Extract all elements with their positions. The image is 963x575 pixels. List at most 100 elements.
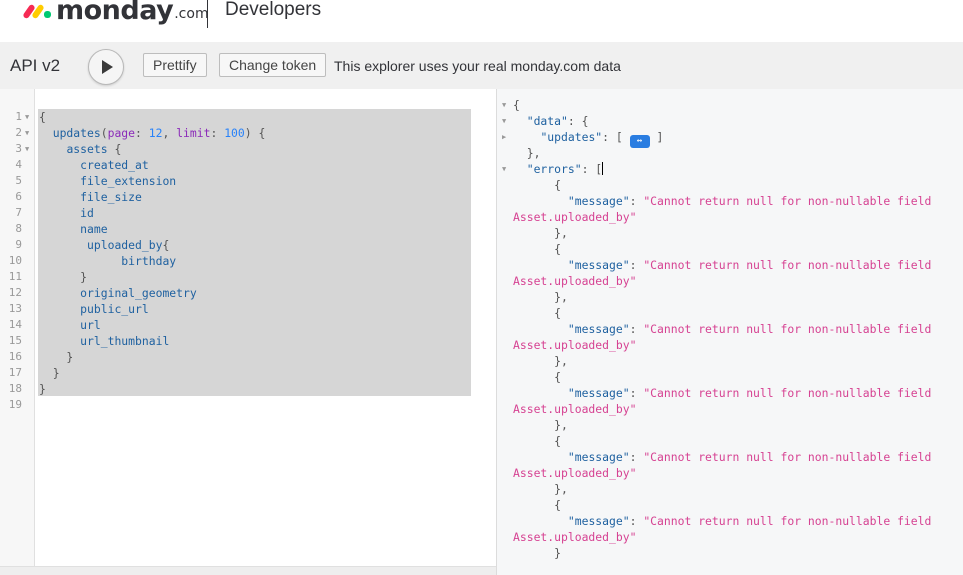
result-text: { [513,369,561,385]
monday-logo-icon [22,0,56,22]
expand-arrow-icon[interactable]: ▶ [502,133,507,141]
json-string: Asset.uploaded_by" [513,338,637,352]
code-punctuation: ) { [244,126,266,140]
json-punctuation: { [513,242,562,256]
result-text: Asset.uploaded_by" [513,273,636,289]
line-number: 13 [8,302,22,315]
result-text: { [513,241,561,257]
line-number: 7 [15,206,22,219]
section-title: Developers [225,0,322,20]
json-key: "message" [567,258,630,272]
code-text: id [39,205,94,221]
json-key: { [513,98,520,112]
result-text: }, [513,481,568,497]
json-punctuation: : [629,386,644,400]
code-punctuation [39,158,80,172]
result-text: }, [513,225,568,241]
json-key: "message" [567,450,630,464]
result-text: "message": "Cannot return null for non-n… [513,321,931,337]
code-punctuation: , [162,126,177,140]
code-text: assets { [39,141,121,157]
play-icon [102,60,113,74]
text-selection [38,109,471,396]
result-text: { [513,433,561,449]
code-token: original_geometry [80,286,197,300]
line-number: 18 [8,382,22,395]
json-string: Asset.uploaded_by" [513,274,637,288]
json-punctuation: : { [567,114,589,128]
json-key: "message" [567,514,630,528]
fold-arrow-icon[interactable]: ▼ [25,145,30,153]
code-text: birthday [39,253,176,269]
result-text: "errors": [ [513,161,604,177]
json-punctuation: : [629,194,644,208]
json-punctuation: }, [513,482,568,496]
code-text: } [39,269,87,285]
query-editor[interactable]: 1▼{2▼ updates(page: 12, limit: 100) {3▼ … [0,89,497,575]
json-punctuation: { [513,434,562,448]
code-token: url_thumbnail [80,334,170,348]
line-number: 17 [8,366,22,379]
code-punctuation [39,206,80,220]
result-text: Asset.uploaded_by" [513,401,636,417]
header-divider [207,0,208,28]
json-punctuation: : [ [581,162,603,176]
json-string: Asset.uploaded_by" [513,210,637,224]
editor-horizontal-scrollbar[interactable] [0,566,496,575]
api-version-title: API v2 [10,56,61,75]
json-punctuation [513,194,568,208]
json-string: "Cannot return null for non-nullable fie… [643,258,932,272]
code-punctuation [39,142,66,156]
json-key: "message" [567,194,630,208]
result-text: } [513,545,561,561]
json-punctuation: { [513,370,562,384]
collapse-arrow-icon[interactable]: ▼ [502,101,507,109]
code-punctuation: } [39,366,60,380]
code-token: limit [176,126,211,140]
json-punctuation [513,130,540,144]
json-string: "Cannot return null for non-nullable fie… [643,514,932,528]
json-punctuation: }, [513,146,541,160]
collapse-arrow-icon[interactable]: ▼ [502,117,507,125]
monday-logo[interactable]: monday .com [22,0,209,27]
code-punctuation: { [107,142,122,156]
json-punctuation [513,258,568,272]
json-punctuation [513,386,568,400]
code-punctuation [39,302,80,316]
code-punctuation: : [135,126,149,140]
code-text: url_thumbnail [39,333,169,349]
json-string: "Cannot return null for non-nullable fie… [643,450,932,464]
json-key: "errors" [526,162,582,176]
code-punctuation [39,190,80,204]
fold-arrow-icon[interactable]: ▼ [25,113,30,121]
code-text: url [39,317,101,333]
code-punctuation [39,238,87,252]
change-token-button[interactable]: Change token [219,53,327,77]
json-punctuation: { [513,178,562,192]
logo-suffix: .com [174,6,209,22]
result-text: }, [513,353,568,369]
expand-array-button[interactable]: ↔ [629,135,650,148]
code-punctuation: } [39,350,74,364]
code-token: name [80,222,108,236]
result-text: Asset.uploaded_by" [513,209,636,225]
result-text: }, [513,145,541,161]
json-punctuation: }, [513,418,568,432]
collapse-arrow-icon[interactable]: ▼ [502,165,507,173]
code-token: id [80,206,94,220]
code-token: { [39,110,46,124]
code-token: assets [66,142,108,156]
fold-arrow-icon[interactable]: ▼ [25,129,30,137]
prettify-button[interactable]: Prettify [143,53,207,77]
result-text: "message": "Cannot return null for non-n… [513,513,931,529]
json-key: "data" [526,114,568,128]
text-cursor [602,162,604,175]
code-punctuation: } [39,270,88,284]
json-punctuation: : [629,514,644,528]
result-viewer[interactable]: ▼{▼ "data": {▶ "updates": [ ↔ ] },▼ "err… [497,89,963,575]
json-punctuation: } [513,546,562,560]
json-string: Asset.uploaded_by" [513,402,637,416]
run-query-button[interactable] [88,49,124,85]
result-text: "message": "Cannot return null for non-n… [513,193,931,209]
code-text: created_at [39,157,149,173]
